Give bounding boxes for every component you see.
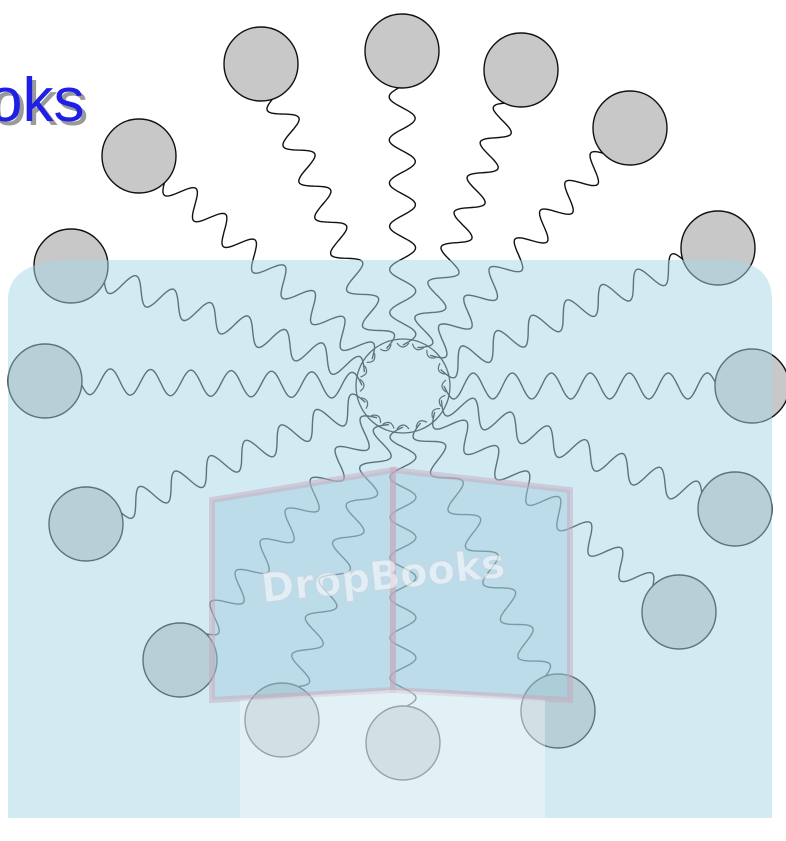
head-1	[365, 14, 439, 88]
head-3	[593, 91, 667, 165]
svg-text:oks: oks	[0, 66, 84, 135]
head-15	[102, 119, 176, 193]
watermark: DropBooks	[8, 260, 772, 820]
head-2	[484, 33, 558, 107]
watermark-book-spine	[240, 690, 545, 820]
page-title: oks oks	[0, 66, 88, 139]
head-16	[224, 27, 298, 101]
